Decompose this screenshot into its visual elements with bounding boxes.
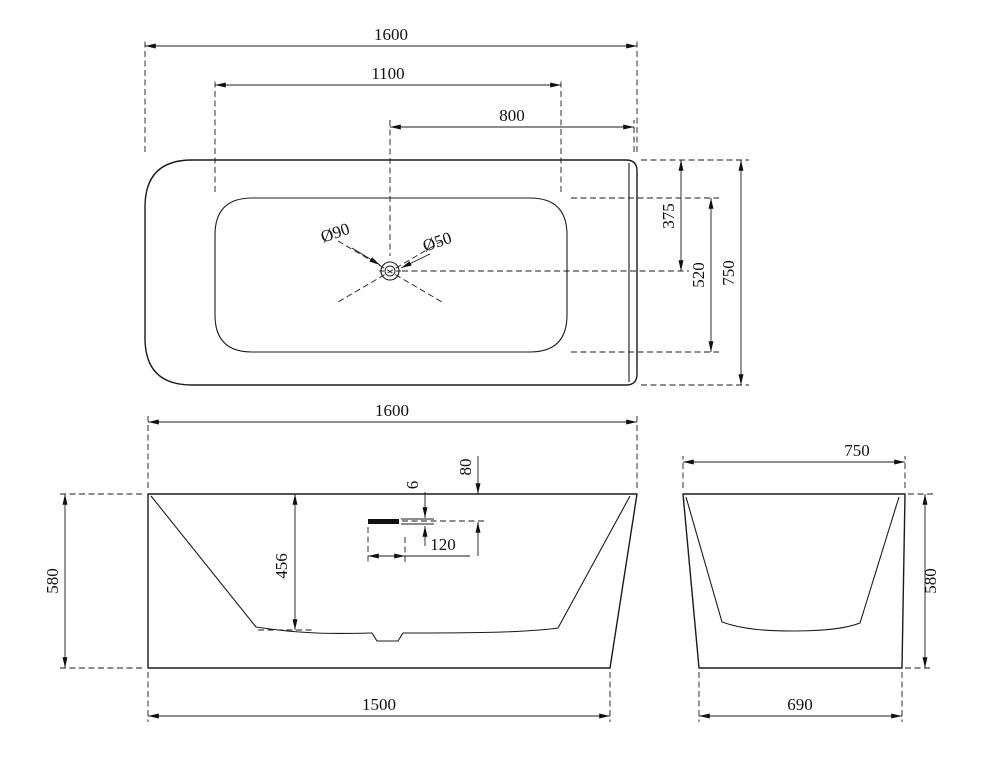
basin-profile-side	[685, 496, 900, 632]
dim-front-height: 580	[43, 493, 142, 669]
dim-label-side-height: 580	[921, 568, 940, 594]
dim-top-length: 1600	[144, 25, 638, 152]
side-view: 750 580 690	[682, 441, 940, 722]
dim-label-top-edge-to-drain: 375	[659, 203, 678, 229]
dim-label-side-base-width: 690	[787, 695, 813, 714]
leader-line	[400, 253, 431, 269]
dim-front-base-length: 1500	[147, 672, 611, 722]
dim-top-drain-offset: 800	[390, 106, 635, 152]
tub-outline-side	[682, 493, 906, 669]
dim-label-drain-outer: Ø90	[318, 219, 352, 246]
drain-inner-circle	[384, 265, 396, 277]
dim-label-top-inner-length: 1100	[371, 64, 404, 83]
dim-front-length: 1600	[147, 401, 638, 488]
dim-label-front-length: 1600	[375, 401, 409, 420]
dim-top-inner-width: 520	[689, 198, 714, 352]
tub-outline-top	[144, 159, 638, 386]
dim-label-overflow-offset: 120	[430, 535, 456, 554]
dim-label-drain-inner: Ø50	[420, 228, 454, 255]
dim-label-top-drain-offset: 800	[499, 106, 525, 125]
overflow-slot	[368, 519, 399, 524]
dim-label-front-base-length: 1500	[362, 695, 396, 714]
tub-outline-front	[147, 493, 638, 669]
dim-label-top-inner-width: 520	[689, 262, 708, 288]
leader-line	[351, 247, 381, 266]
dim-drain-outer-dia: Ø90	[318, 219, 381, 266]
dim-label-side-width: 750	[844, 441, 870, 460]
top-view: Ø90 Ø50 1600 1100 800	[144, 25, 749, 386]
dim-side-base-width: 690	[698, 672, 903, 722]
dim-label-top-width: 750	[719, 260, 738, 286]
basin-profile-front	[150, 495, 631, 642]
dim-label-front-height: 580	[43, 568, 62, 594]
dim-top-inner-length: 1100	[214, 64, 562, 192]
dim-front-depth: 456	[258, 494, 314, 631]
dim-label-front-depth: 456	[272, 553, 291, 579]
dim-overflow-drop: 80	[402, 456, 487, 556]
dim-label-overflow-drop: 80	[456, 459, 475, 476]
front-view: 1600 580 456 80 6	[43, 401, 638, 722]
dim-side-height: 580	[905, 493, 940, 669]
dim-top-width: 750	[719, 160, 744, 385]
dim-label-overflow-slot: 6	[403, 481, 422, 490]
dim-top-edge-to-drain: 375	[659, 160, 684, 271]
basin-outline-top	[214, 197, 568, 353]
drain	[379, 261, 401, 281]
dim-overflow-offset: 120	[367, 527, 470, 562]
dim-side-width: 750	[682, 441, 906, 488]
dim-drain-inner-dia: Ø50	[400, 228, 454, 269]
drain-diagonal-centerline	[337, 240, 443, 303]
dim-label-top-length: 1600	[374, 25, 408, 44]
dim-overflow-slot: 6	[401, 481, 434, 546]
